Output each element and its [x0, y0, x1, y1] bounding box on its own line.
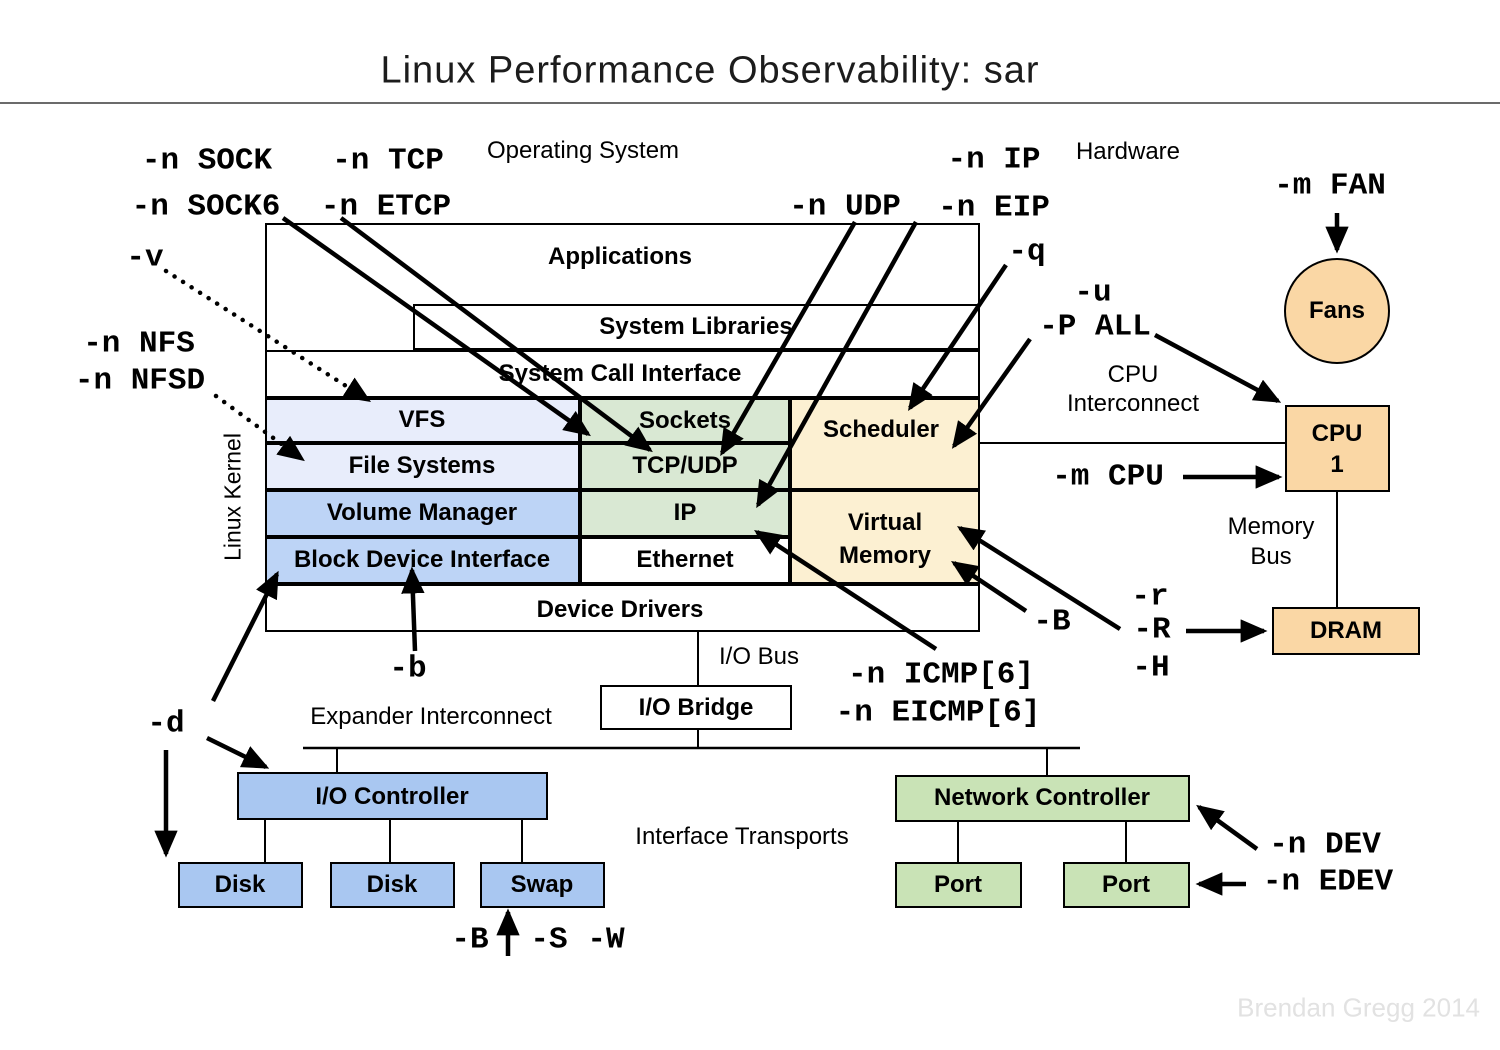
flag-n-icmp: -n ICMP[6]	[847, 657, 1035, 693]
system-call-interface-label: System Call Interface	[498, 360, 742, 387]
cpu-label-2: 1	[1330, 451, 1344, 478]
flag-n-edev: -n EDEV	[1262, 864, 1394, 900]
flag-u: -u	[1074, 275, 1112, 311]
io-bridge-box	[600, 685, 792, 730]
port1-box	[895, 862, 1022, 908]
swap-box	[480, 862, 605, 908]
volume-manager-box	[265, 490, 580, 537]
flag-n-nfs: -n NFS	[83, 326, 195, 362]
flag-b: -b	[389, 651, 427, 687]
cpu-label-1: CPU	[1311, 420, 1363, 447]
virtual-memory-label-2: Memory	[838, 542, 932, 569]
flag-p-all: -P ALL	[1039, 309, 1151, 345]
dram-box	[1272, 607, 1420, 655]
network-controller-box	[895, 775, 1190, 822]
ip-label: IP	[673, 499, 697, 526]
flag-q: -q	[1008, 234, 1046, 270]
fans-circle	[1284, 258, 1390, 364]
credit-text: Brendan Gregg 2014	[1237, 992, 1480, 1023]
memory-bus-label-2: Bus	[1250, 543, 1292, 570]
expander-interconnect-label: Expander Interconnect	[310, 703, 552, 730]
flag-n-sock6: -n SOCK6	[131, 189, 281, 225]
ip-box	[580, 490, 790, 537]
flag-d: -d	[147, 706, 185, 742]
operating-system-label: Operating System	[486, 137, 680, 164]
linux-kernel-label: Linux Kernel	[219, 433, 246, 561]
port2-label: Port	[1102, 871, 1150, 898]
hardware-label: Hardware	[1075, 138, 1181, 165]
flag-H: -H	[1132, 650, 1170, 686]
flag-W-swap: -W	[587, 922, 625, 958]
flag-n-tcp: -n TCP	[332, 143, 444, 179]
interface-transports-label: Interface Transports	[635, 823, 849, 850]
flag-n-eicmp: -n EICMP[6]	[835, 695, 1041, 731]
system-libraries-label: System Libraries	[599, 313, 793, 340]
applications-label: Applications	[547, 243, 693, 270]
file-systems-label: File Systems	[348, 452, 496, 479]
disk1-label: Disk	[214, 871, 266, 898]
flag-n-dev: -n DEV	[1269, 827, 1381, 863]
flag-v: -v	[126, 240, 164, 276]
flag-R: -R	[1133, 612, 1171, 648]
memory-bus-label-1: Memory	[1227, 513, 1315, 540]
network-controller-label: Network Controller	[933, 784, 1151, 811]
block-device-interface-label: Block Device Interface	[293, 546, 551, 573]
sockets-label: Sockets	[638, 407, 732, 434]
cpu-interconnect-label-2: Interconnect	[1066, 390, 1200, 417]
io-controller-label: I/O Controller	[315, 783, 469, 810]
port2-box	[1063, 862, 1190, 908]
flag-m-fan: -m FAN	[1274, 168, 1386, 204]
flag-n-nfsd: -n NFSD	[74, 363, 206, 399]
vfs-label: VFS	[398, 406, 446, 433]
flag-m-cpu: -m CPU	[1052, 459, 1164, 495]
page-title: Linux Performance Observability: sar	[380, 49, 1040, 92]
arrow-d-to-io-controller	[206, 735, 270, 770]
fans-label: Fans	[1308, 297, 1366, 324]
virtual-memory-label-1: Virtual	[847, 509, 923, 536]
disk2-box	[330, 862, 455, 908]
dram-label: DRAM	[1310, 617, 1382, 644]
flag-n-sock: -n SOCK	[141, 143, 273, 179]
volume-manager-label: Volume Manager	[326, 499, 518, 526]
flag-B-vm: -B	[1033, 604, 1071, 640]
flag-n-etcp: -n ETCP	[320, 189, 452, 225]
io-controller-box	[237, 772, 548, 820]
tcp-udp-label: TCP/UDP	[632, 452, 738, 479]
port1-label: Port	[934, 871, 982, 898]
scheduler-label: Scheduler	[822, 416, 940, 443]
swap-label: Swap	[510, 871, 574, 898]
ethernet-label: Ethernet	[636, 546, 734, 573]
cpu-box	[1285, 405, 1390, 492]
flag-B-swap: -B	[451, 922, 489, 958]
scheduler-box	[790, 398, 980, 490]
disk1-box	[178, 862, 303, 908]
io-bus-label: I/O Bus	[718, 643, 800, 670]
flag-r: -r	[1131, 579, 1169, 615]
device-drivers-label: Device Drivers	[536, 596, 704, 623]
disk2-label: Disk	[366, 871, 418, 898]
arrow-ndev-to-net-controller	[1196, 804, 1259, 851]
cpu-interconnect-label-1: CPU	[1107, 361, 1159, 388]
flag-S-swap: -S	[530, 922, 568, 958]
flag-n-ip: -n IP	[947, 142, 1041, 178]
io-bridge-label: I/O Bridge	[638, 694, 754, 721]
flag-n-eip: -n EIP	[938, 190, 1050, 226]
flag-n-udp: -n UDP	[789, 189, 901, 225]
